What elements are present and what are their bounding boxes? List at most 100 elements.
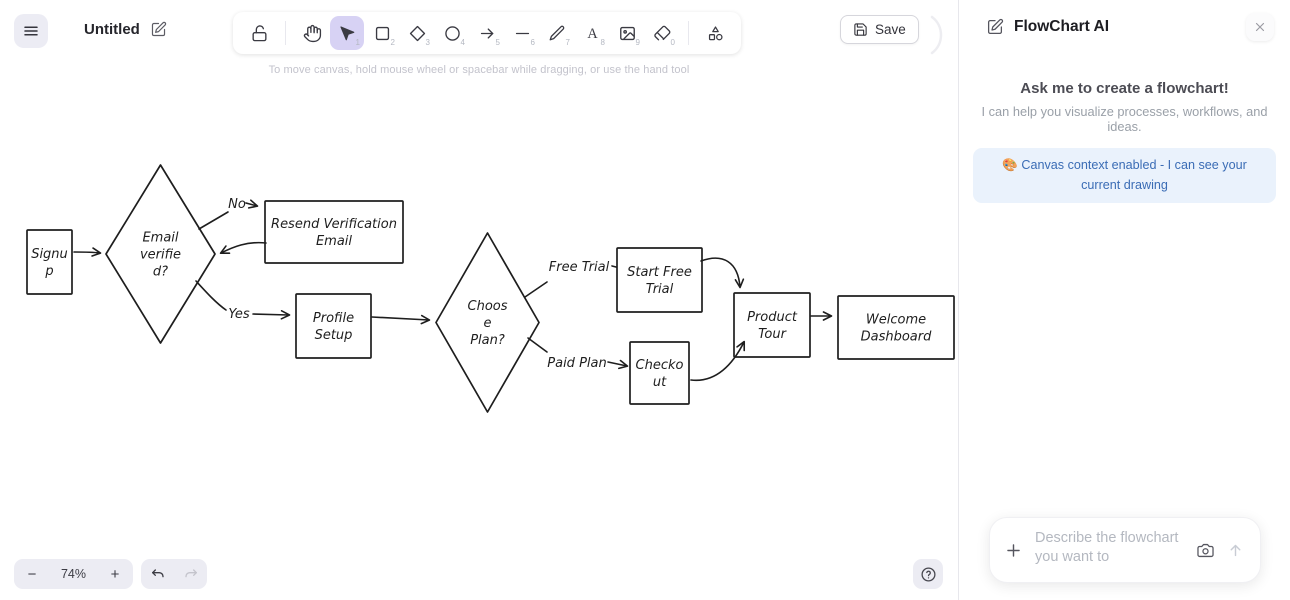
toolbar-divider [688,21,689,45]
attach-button[interactable] [1004,541,1023,560]
redo-icon [184,569,197,578]
pencil-icon [549,25,565,41]
flowchart-node-choose-plan[interactable] [435,232,540,413]
eraser-icon [653,25,670,41]
zoom-in-button[interactable]: + [101,560,129,588]
send-arrow-icon [1230,544,1241,556]
hamburger-icon [24,26,38,36]
node-label-start-free-trial-line1: Trial [646,282,674,297]
panel-title: FlowChart AI [1014,18,1110,35]
close-panel-button[interactable] [1246,13,1274,41]
flowchart-node-signup[interactable] [26,229,73,295]
edge-label-email-yes-line: Yes [228,307,250,322]
flowchart-edge-email-yes-line[interactable] [195,280,227,311]
flowchart-node-product-tour[interactable] [733,292,811,358]
canvas-context-notice: 🎨 Canvas context enabled - I can see you… [973,148,1276,204]
help-icon [920,566,936,582]
node-label-choose-plan-line0: Choos [468,299,508,314]
send-button[interactable] [1227,542,1244,559]
edge-label-email-no-line: No [228,197,246,212]
tool-more-shapes[interactable] [698,16,732,50]
camera-button[interactable] [1196,541,1215,560]
node-label-welcome-dashboard-line1: Dashboard [861,330,933,345]
tool-line[interactable]: 6 [505,16,539,50]
tool-rectangle[interactable]: 2 [365,16,399,50]
tool-shortcut: 8 [600,38,605,47]
node-label-signup-line1: p [44,264,53,279]
undo-icon [151,569,164,578]
document-title[interactable]: Untitled [84,21,140,38]
flowchart-node-start-free-trial[interactable] [616,247,703,313]
circle-icon [444,25,460,41]
tool-lock[interactable] [242,16,276,50]
tool-draw[interactable]: 7 [540,16,574,50]
tool-arrow[interactable]: 5 [470,16,504,50]
save-button[interactable]: Save [840,15,919,44]
flowchart-edge-choose-paid-plan-line[interactable] [527,337,548,353]
flowchart-node-resend-verification-email[interactable] [264,200,404,264]
save-button-label: Save [875,22,906,37]
save-icon [854,23,867,36]
tool-shortcut: 2 [390,38,395,47]
tool-ellipse[interactable]: 4 [435,16,469,50]
tool-shortcut: 1 [355,38,360,47]
flowchart-edge-choose-paid-plan-head[interactable] [607,359,629,370]
flowchart-edge-resend-back-to-email[interactable] [219,241,267,255]
flowchart-node-checkout[interactable] [629,341,690,405]
help-button[interactable] [913,559,943,589]
image-icon [619,26,635,40]
cursor-icon [340,26,355,41]
flowchart-edge-email-yes-head[interactable] [252,309,291,320]
tool-hand[interactable] [295,16,329,50]
flowchart-ai-icon [987,18,1004,35]
flowchart-edge-profile-to-choose[interactable] [371,314,431,325]
lock-open-icon [251,24,267,41]
node-label-signup-line0: Signu [31,247,68,262]
menu-button[interactable] [14,14,48,48]
arrow-icon [480,27,493,39]
tool-image[interactable]: 9 [610,16,644,50]
flowchart-node-welcome-dashboard[interactable] [837,295,955,360]
undo-button[interactable] [144,560,172,588]
panel-subheading: I can help you visualize processes, work… [981,104,1268,134]
tool-shortcut: 0 [670,38,675,47]
tool-shortcut: 7 [565,38,570,47]
flowchart-edge-email-no-line[interactable] [198,211,229,230]
zoom-out-button[interactable]: − [18,560,46,588]
document-title-group: Untitled [84,21,167,38]
tool-diamond[interactable]: 3 [400,16,434,50]
flowchart-edge-start-to-product[interactable] [700,257,745,289]
diamond-icon [409,25,425,41]
zoom-level[interactable]: 74% [60,567,87,581]
node-label-product-tour-line1: Tour [758,327,788,342]
tool-eraser[interactable]: 0 [645,16,679,50]
history-control [141,559,207,589]
flowchart-edge-choose-free-trial-line[interactable] [524,281,548,298]
shapes-icon [708,25,723,40]
node-label-choose-plan-line2: Plan? [470,333,505,348]
redo-button[interactable] [177,560,205,588]
tool-shortcut: 6 [530,38,535,47]
edit-icon [151,21,167,37]
line-icon [515,32,529,34]
camera-icon [1197,543,1214,557]
flowchart-node-profile-setup[interactable] [295,293,372,359]
node-label-email-verified-line1: verifie [140,248,181,263]
flowchart-edge-signup-to-email[interactable] [73,247,102,257]
svg-text:A: A [587,25,598,41]
rename-button[interactable] [150,21,167,38]
tool-selection[interactable]: 1 [330,16,364,50]
flowchart-edge-checkout-to-product[interactable] [690,340,746,382]
panel-edge-curve [930,15,943,55]
flowchart-edge-email-no-head[interactable] [245,199,259,209]
flowchart-node-email-verified[interactable] [105,164,216,344]
flowchart-edge-choose-free-trial-dot[interactable] [611,265,617,268]
square-icon [375,26,389,40]
prompt-input[interactable] [1035,529,1184,571]
node-label-checkout-line1: ut [653,375,667,390]
